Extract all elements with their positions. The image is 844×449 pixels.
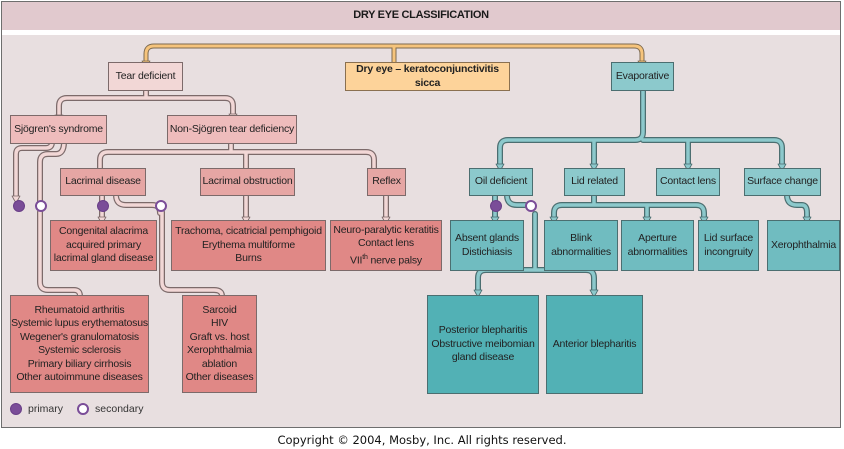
primary-dot-sjogren xyxy=(13,200,25,212)
node-evaporative: Evaporative xyxy=(611,62,674,91)
title-bar: DRY EYE CLASSIFICATION xyxy=(2,2,840,35)
root-connector xyxy=(141,43,647,68)
node-xerophthalmia: Xerophthalmia xyxy=(767,220,840,271)
node-anterior-blepharitis: Anterior blepharitis xyxy=(546,295,643,394)
node-trachoma: Trachoma, cicatricial pemphigoid Erythem… xyxy=(171,220,326,271)
secondary-dot-lacrimal xyxy=(155,200,167,212)
copyright-notice: Copyright © 2004, Mosby, Inc. All rights… xyxy=(277,433,567,447)
node-lid-surface: Lid surface incongruity xyxy=(698,220,759,271)
neuro-suffix: nerve palsy xyxy=(367,254,422,266)
primary-dot-oil xyxy=(490,200,502,212)
legend-primary-label: primary xyxy=(28,403,64,415)
node-congenital: Congenital alacrima acquired primary lac… xyxy=(50,220,157,271)
connector-lines xyxy=(11,43,812,306)
node-posterior-blepharitis: Posterior blepharitis Obstructive meibom… xyxy=(427,295,539,394)
secondary-dot-oil xyxy=(525,200,537,212)
node-tear-deficient: Tear deficient xyxy=(108,62,183,91)
legend-primary-icon xyxy=(10,403,22,415)
diagram-frame: DRY EYE CLASSIFICATION xyxy=(1,1,841,428)
node-reflex: Reflex xyxy=(367,168,406,196)
node-lacrimal-obstruction: Lacrimal obstruction xyxy=(200,168,295,196)
legend-secondary-label: secondary xyxy=(95,403,144,415)
legend: primary secondary xyxy=(10,403,157,415)
node-aperture: Aperture abnormalities xyxy=(621,220,694,271)
node-blink: Blink abnormalities xyxy=(544,220,618,271)
secondary-dot-sjogren xyxy=(35,200,47,212)
node-contact-lens: Contact lens xyxy=(656,168,720,196)
node-oil-deficient: Oil deficient xyxy=(469,168,533,196)
diagram-title: DRY EYE CLASSIFICATION xyxy=(353,9,489,21)
legend-secondary-icon xyxy=(77,403,90,415)
node-root: Dry eye – keratoconjunctivitis sicca xyxy=(345,62,510,91)
node-lacrimal-disease: Lacrimal disease xyxy=(60,168,146,196)
neuro-prefix: VII xyxy=(350,254,363,266)
node-surface-change: Surface change xyxy=(744,168,821,196)
node-lid-related: Lid related xyxy=(564,168,625,196)
node-neuro: Neuro-paralytic keratitis Contact lens V… xyxy=(330,220,442,271)
neuro-sup: th xyxy=(362,253,368,261)
evaporative-connectors xyxy=(473,87,812,298)
node-sjogren: Sjögren's syndrome xyxy=(10,115,107,144)
neuro-lines: Neuro-paralytic keratitis Contact lens xyxy=(333,223,439,250)
node-sarcoid: Sarcoid HIV Graft vs. host Xerophthalmia… xyxy=(182,295,257,393)
neuro-last-line: VIIth nerve palsy xyxy=(350,251,422,268)
node-non-sjogren: Non-Sjögren tear deficiency xyxy=(167,115,297,144)
node-autoimmune: Rheumatoid arthritis Systemic lupus eryt… xyxy=(10,295,149,393)
node-absent-glands: Absent glands Distichiasis xyxy=(450,220,524,271)
primary-dot-lacrimal xyxy=(97,200,109,212)
